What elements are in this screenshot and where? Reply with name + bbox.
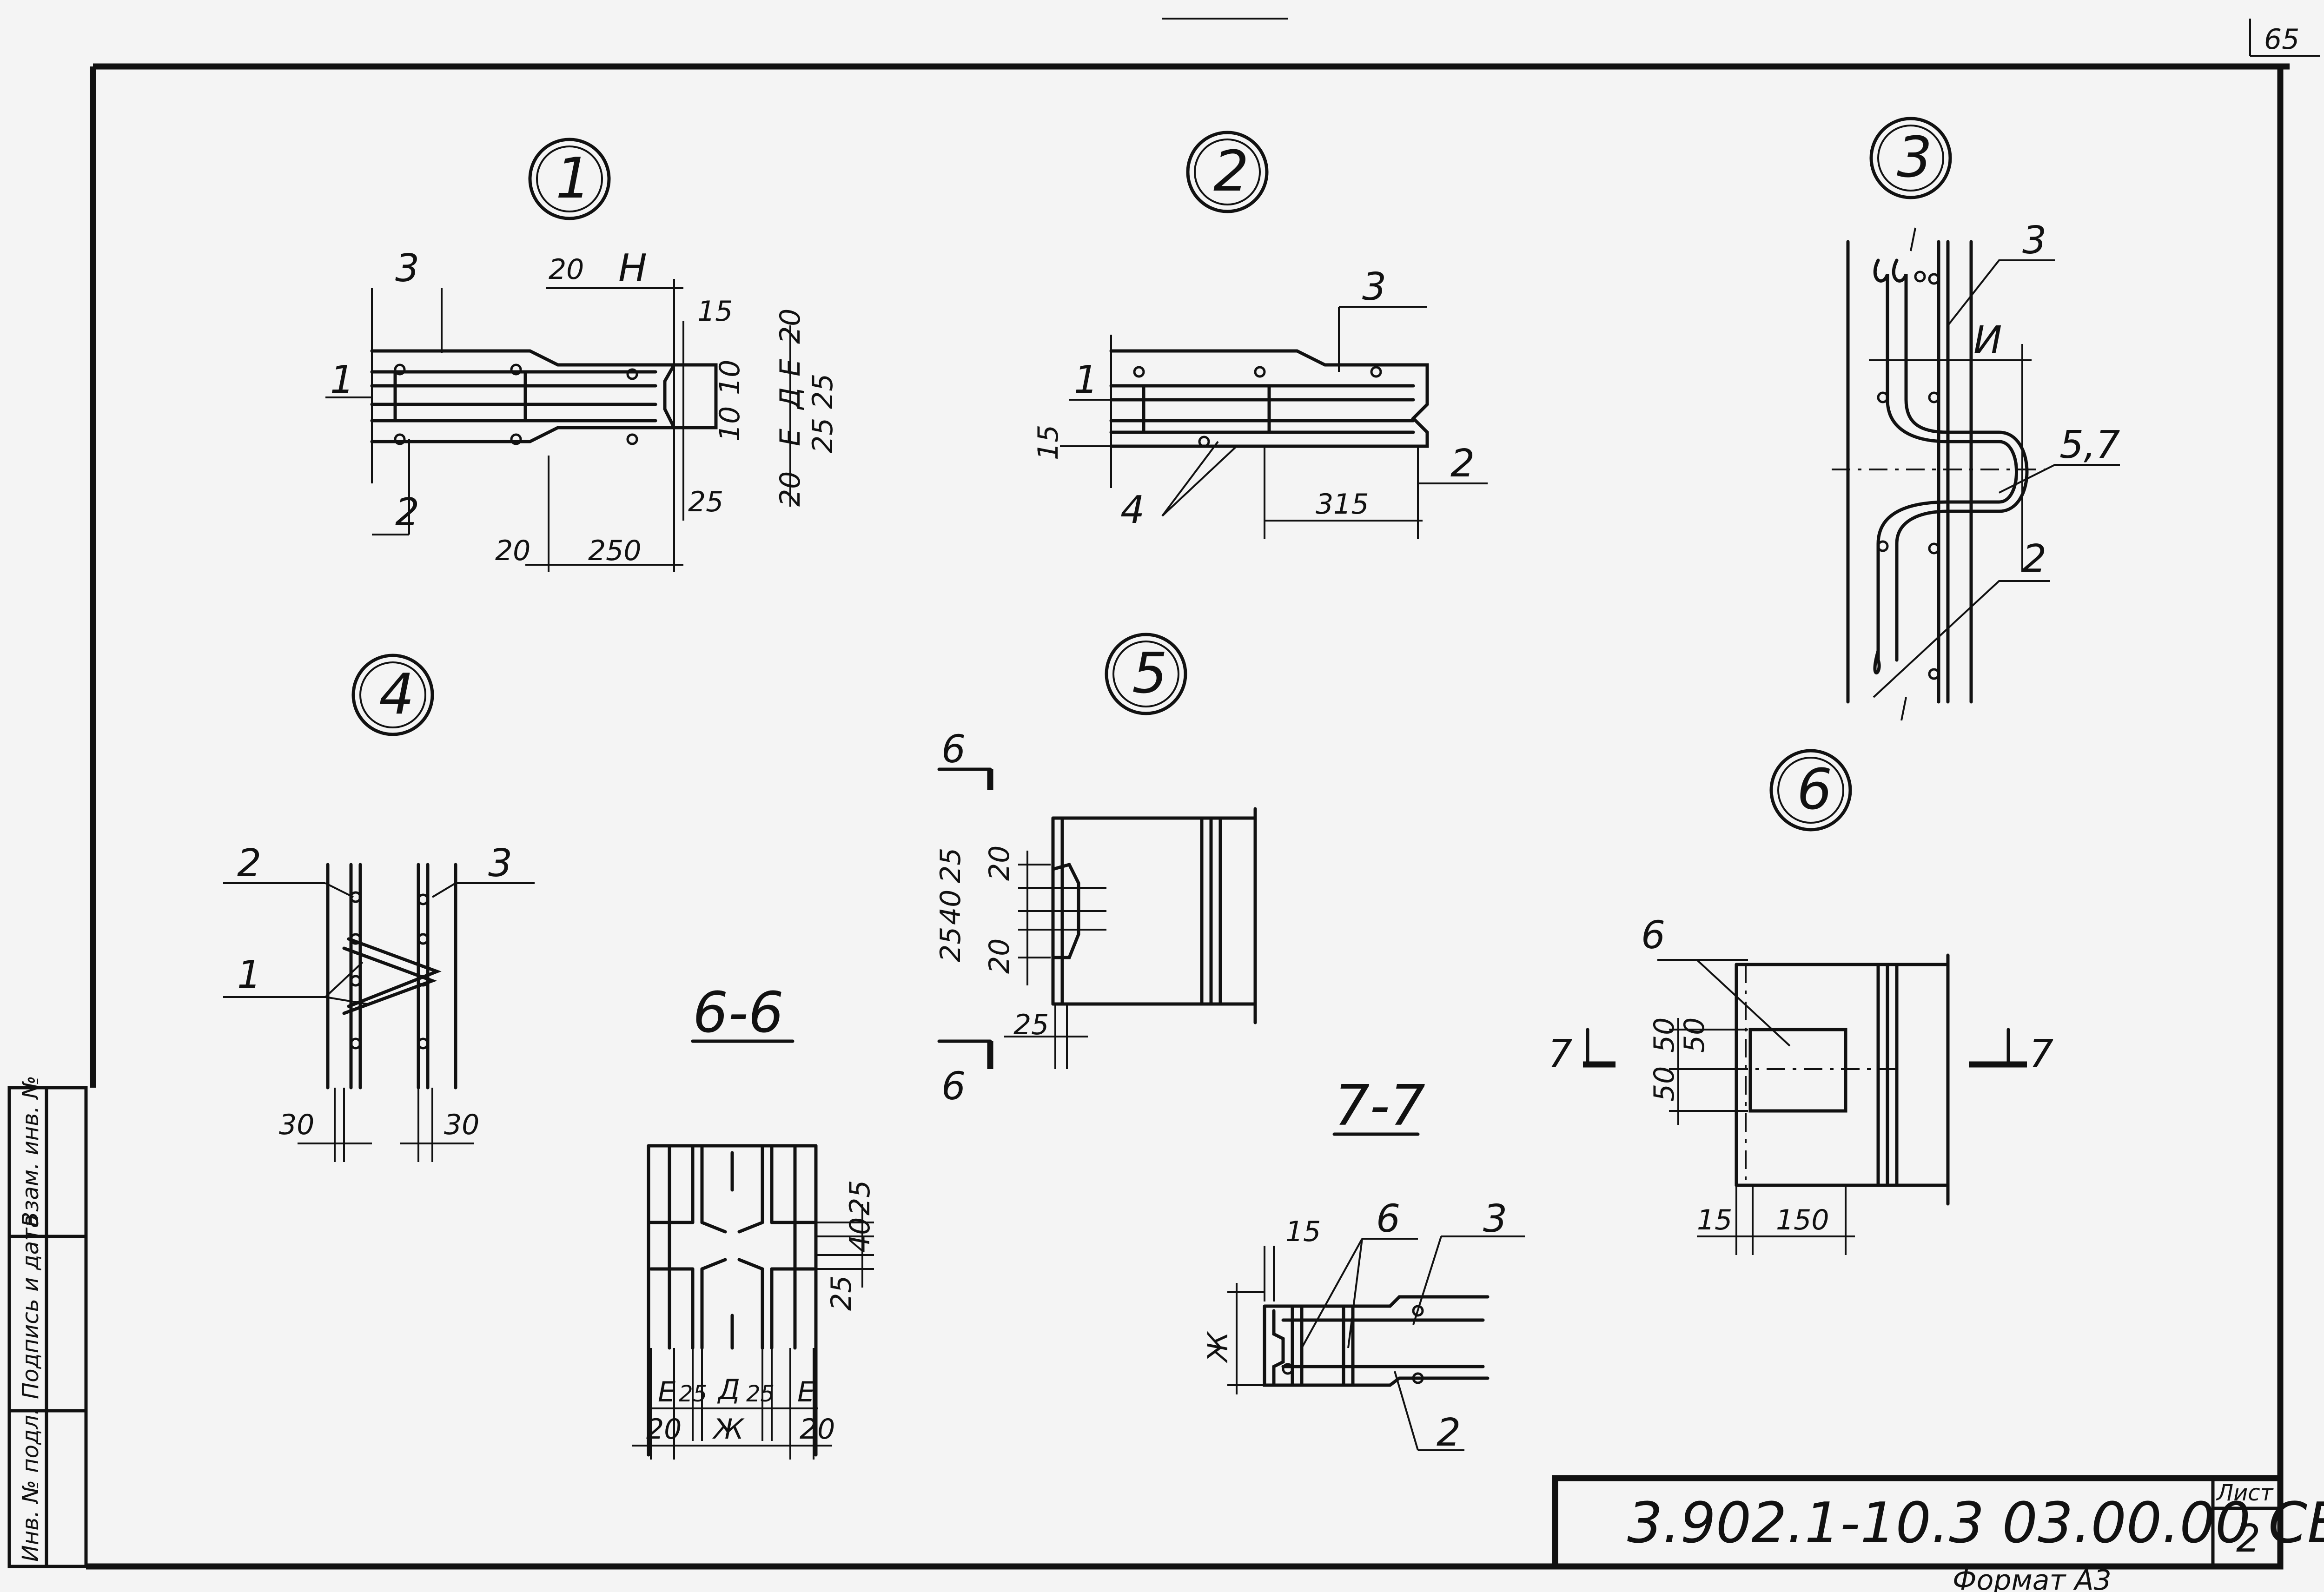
- detail-6-dim-50c: 50: [1648, 1066, 1681, 1102]
- detail-3-label-2: 2: [2022, 537, 2046, 581]
- detail-5-dim-40: 40: [934, 890, 967, 925]
- detail-5-dim-20a: 20: [983, 846, 1016, 881]
- detail-4-dim-30b: 30: [444, 1109, 479, 1141]
- detail-1-dim-25b: 25: [807, 418, 839, 453]
- detail-5-number: 5: [1132, 641, 1167, 706]
- detail-5-dim-25c: 25: [1013, 1009, 1049, 1041]
- format-label: Формат А3: [1953, 1564, 2112, 1592]
- sec66-dim-zh: Ж: [712, 1413, 745, 1446]
- sec66-dim-e1: Е: [658, 1376, 675, 1408]
- sec66-dim-25a: 25: [844, 1180, 876, 1215]
- section-7-7: [1227, 1132, 1525, 1451]
- detail-1-label-2: 2: [395, 490, 419, 535]
- sec77-label-2: 2: [1437, 1411, 1461, 1455]
- detail-1-dim-e2: Е: [774, 429, 807, 446]
- detail-1-dim-20c: 20: [774, 471, 807, 507]
- detail-4-dim-30a: 30: [279, 1109, 314, 1141]
- detail-3: [1832, 117, 2120, 721]
- sec66-dim-20b: 20: [800, 1413, 835, 1446]
- detail-1-label-1: 1: [330, 358, 354, 402]
- detail-1-dim-25c: 25: [688, 486, 723, 518]
- detail-4: [223, 654, 535, 1162]
- section-6-6-title: 6-6: [693, 981, 784, 1045]
- detail-1-label-3: 3: [395, 246, 419, 291]
- detail-6-label-7-left: 7: [1548, 1032, 1572, 1076]
- sec66-dim-25d: 25: [746, 1381, 775, 1407]
- sheet-number: 2: [2236, 1517, 2260, 1561]
- detail-4-label-3: 3: [488, 841, 512, 885]
- sec66-dim-20a: 20: [646, 1413, 682, 1446]
- detail-5-dim-25b: 25: [934, 927, 967, 962]
- detail-1-number: 1: [556, 146, 591, 211]
- stamp-inv-orig: Инв. № подл.: [18, 1408, 44, 1562]
- stamp-sign-date: Подпись и дата: [18, 1214, 44, 1399]
- detail-4-label-2: 2: [237, 841, 261, 885]
- detail-2-label-2: 2: [1450, 442, 1475, 486]
- detail-1-dim-250: 250: [588, 535, 642, 567]
- detail-1-dim-10b: 10: [714, 406, 746, 442]
- detail-1-dim-20d: 20: [495, 535, 530, 567]
- detail-1-dim-e1: Е: [774, 359, 807, 377]
- stamp-replace-inv: Взам. инв. №: [18, 1076, 44, 1227]
- detail-6-dim-50a: 50: [1648, 1017, 1681, 1053]
- detail-1-dim-d: Д: [774, 387, 807, 410]
- detail-3-label-57: 5,7: [2059, 423, 2120, 467]
- detail-6: [1583, 749, 2027, 1255]
- detail-1-dim-25a: 25: [807, 374, 839, 409]
- sec66-dim-25c: 25: [679, 1381, 707, 1407]
- sec77-label-3: 3: [1483, 1197, 1507, 1241]
- detail-6-dim-150: 150: [1776, 1204, 1829, 1236]
- detail-2-number: 2: [1213, 139, 1249, 204]
- detail-5-dim-20b: 20: [983, 938, 1016, 974]
- sheet-label: Лист: [2216, 1480, 2274, 1506]
- detail-6-dim-15: 15: [1697, 1204, 1732, 1236]
- side-stamp: Инв. № подл. Подпись и дата Взам. инв. №: [7, 1076, 88, 1568]
- detail-2-dim-15: 15: [1032, 425, 1065, 460]
- sec66-dim-40: 40: [844, 1217, 876, 1253]
- sec66-dim-e2: Е: [797, 1376, 815, 1408]
- detail-1-dim-10a: 10: [714, 360, 746, 395]
- detail-3-label-3: 3: [2022, 218, 2046, 263]
- detail-6-dim-50b: 50: [1678, 1017, 1711, 1053]
- detail-2-dim-315: 315: [1316, 488, 1369, 521]
- detail-6-label-6: 6: [1641, 913, 1665, 958]
- detail-2-label-1: 1: [1074, 358, 1098, 402]
- sec66-dim-25b: 25: [825, 1275, 858, 1311]
- section-7-7-title: 7-7: [1334, 1074, 1425, 1138]
- corner-number: 65: [2264, 23, 2299, 56]
- detail-3-number: 3: [1897, 126, 1932, 190]
- detail-1-dim-20a: 20: [549, 253, 584, 286]
- detail-6-label-7-right: 7: [2029, 1032, 2053, 1076]
- detail-5-mark-6-bottom: 6: [941, 1064, 966, 1109]
- detail-2-label-4: 4: [1120, 488, 1145, 532]
- detail-5-mark-6-top: 6: [941, 727, 966, 772]
- drawing-code: 3.902.1-10.3 03.00.00 СБ: [1627, 1491, 2324, 1556]
- detail-4-label-1: 1: [237, 953, 261, 997]
- detail-1: [325, 138, 791, 572]
- sec66-dim-d: Д: [717, 1374, 740, 1406]
- detail-1-dim-15: 15: [697, 295, 733, 328]
- sec77-label-6: 6: [1376, 1197, 1400, 1241]
- detail-2: [1060, 131, 1488, 539]
- title-block: [1552, 1475, 2284, 1570]
- detail-2-label-3: 3: [1362, 265, 1386, 309]
- sec77-dim-15: 15: [1285, 1215, 1321, 1248]
- section-6-6: [632, 1039, 874, 1460]
- sec77-dim-zh: Ж: [1202, 1331, 1234, 1364]
- detail-5: [937, 633, 1257, 1069]
- detail-5-dim-25a: 25: [934, 848, 967, 883]
- detail-3-label-i: И: [1973, 318, 2002, 363]
- detail-1-dim-h: Н: [618, 246, 647, 291]
- detail-1-dim-20b: 20: [774, 309, 807, 344]
- detail-4-number: 4: [379, 662, 414, 727]
- detail-6-number: 6: [1797, 758, 1832, 822]
